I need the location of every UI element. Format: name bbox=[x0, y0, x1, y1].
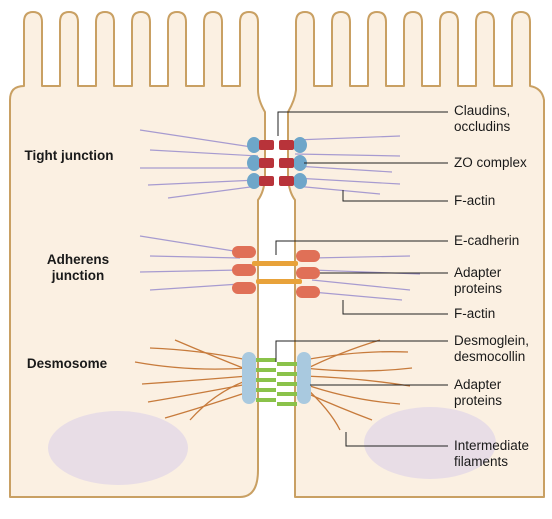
label-desmoglein: Desmoglein, desmocollin bbox=[454, 333, 529, 365]
label-desmoglein-line2: desmocollin bbox=[454, 349, 526, 364]
label-f-actin-2: F-actin bbox=[454, 306, 496, 321]
label-intermediate-line2: filaments bbox=[454, 454, 509, 469]
label-zo-complex: ZO complex bbox=[454, 155, 527, 170]
adherens-junction-complex bbox=[232, 246, 320, 298]
desmosome-complex bbox=[242, 352, 311, 406]
label-f-actin-1: F-actin bbox=[454, 193, 496, 208]
right-cell bbox=[287, 11, 545, 498]
left-nucleus bbox=[48, 411, 188, 485]
label-adapter-proteins-1: Adapter proteins bbox=[454, 265, 502, 297]
label-intermediate-filaments: Intermediate filaments bbox=[454, 438, 529, 470]
label-adapter2-line2: proteins bbox=[454, 393, 503, 408]
label-tight-junction: Tight junction bbox=[24, 148, 114, 163]
intermediate-filaments bbox=[134, 339, 413, 431]
factin-tight bbox=[139, 129, 401, 199]
label-intermediate-line1: Intermediate bbox=[454, 438, 530, 453]
left-cell bbox=[9, 11, 266, 498]
label-adapter2-line1: Adapter bbox=[454, 377, 502, 392]
label-adherens-line1: Adherens bbox=[46, 252, 110, 267]
label-adherens-line2: junction bbox=[51, 268, 105, 283]
label-adapter1-line1: Adapter bbox=[454, 265, 502, 280]
label-adapter1-line2: proteins bbox=[454, 281, 503, 296]
label-claudins-line2: occludins bbox=[454, 119, 511, 134]
label-e-cadherin: E-cadherin bbox=[454, 233, 520, 248]
label-claudins-line1: Claudins, bbox=[454, 103, 511, 118]
label-desmoglein-line1: Desmoglein, bbox=[454, 333, 530, 348]
leader-lines bbox=[275, 111, 448, 447]
label-adherens-junction: Adherens junction bbox=[18, 252, 138, 284]
label-desmosome: Desmosome bbox=[26, 356, 108, 371]
label-adapter-proteins-2: Adapter proteins bbox=[454, 377, 502, 409]
right-nucleus bbox=[364, 407, 496, 479]
tight-junction-complex bbox=[247, 137, 307, 189]
label-claudins: Claudins, occludins bbox=[454, 103, 510, 135]
